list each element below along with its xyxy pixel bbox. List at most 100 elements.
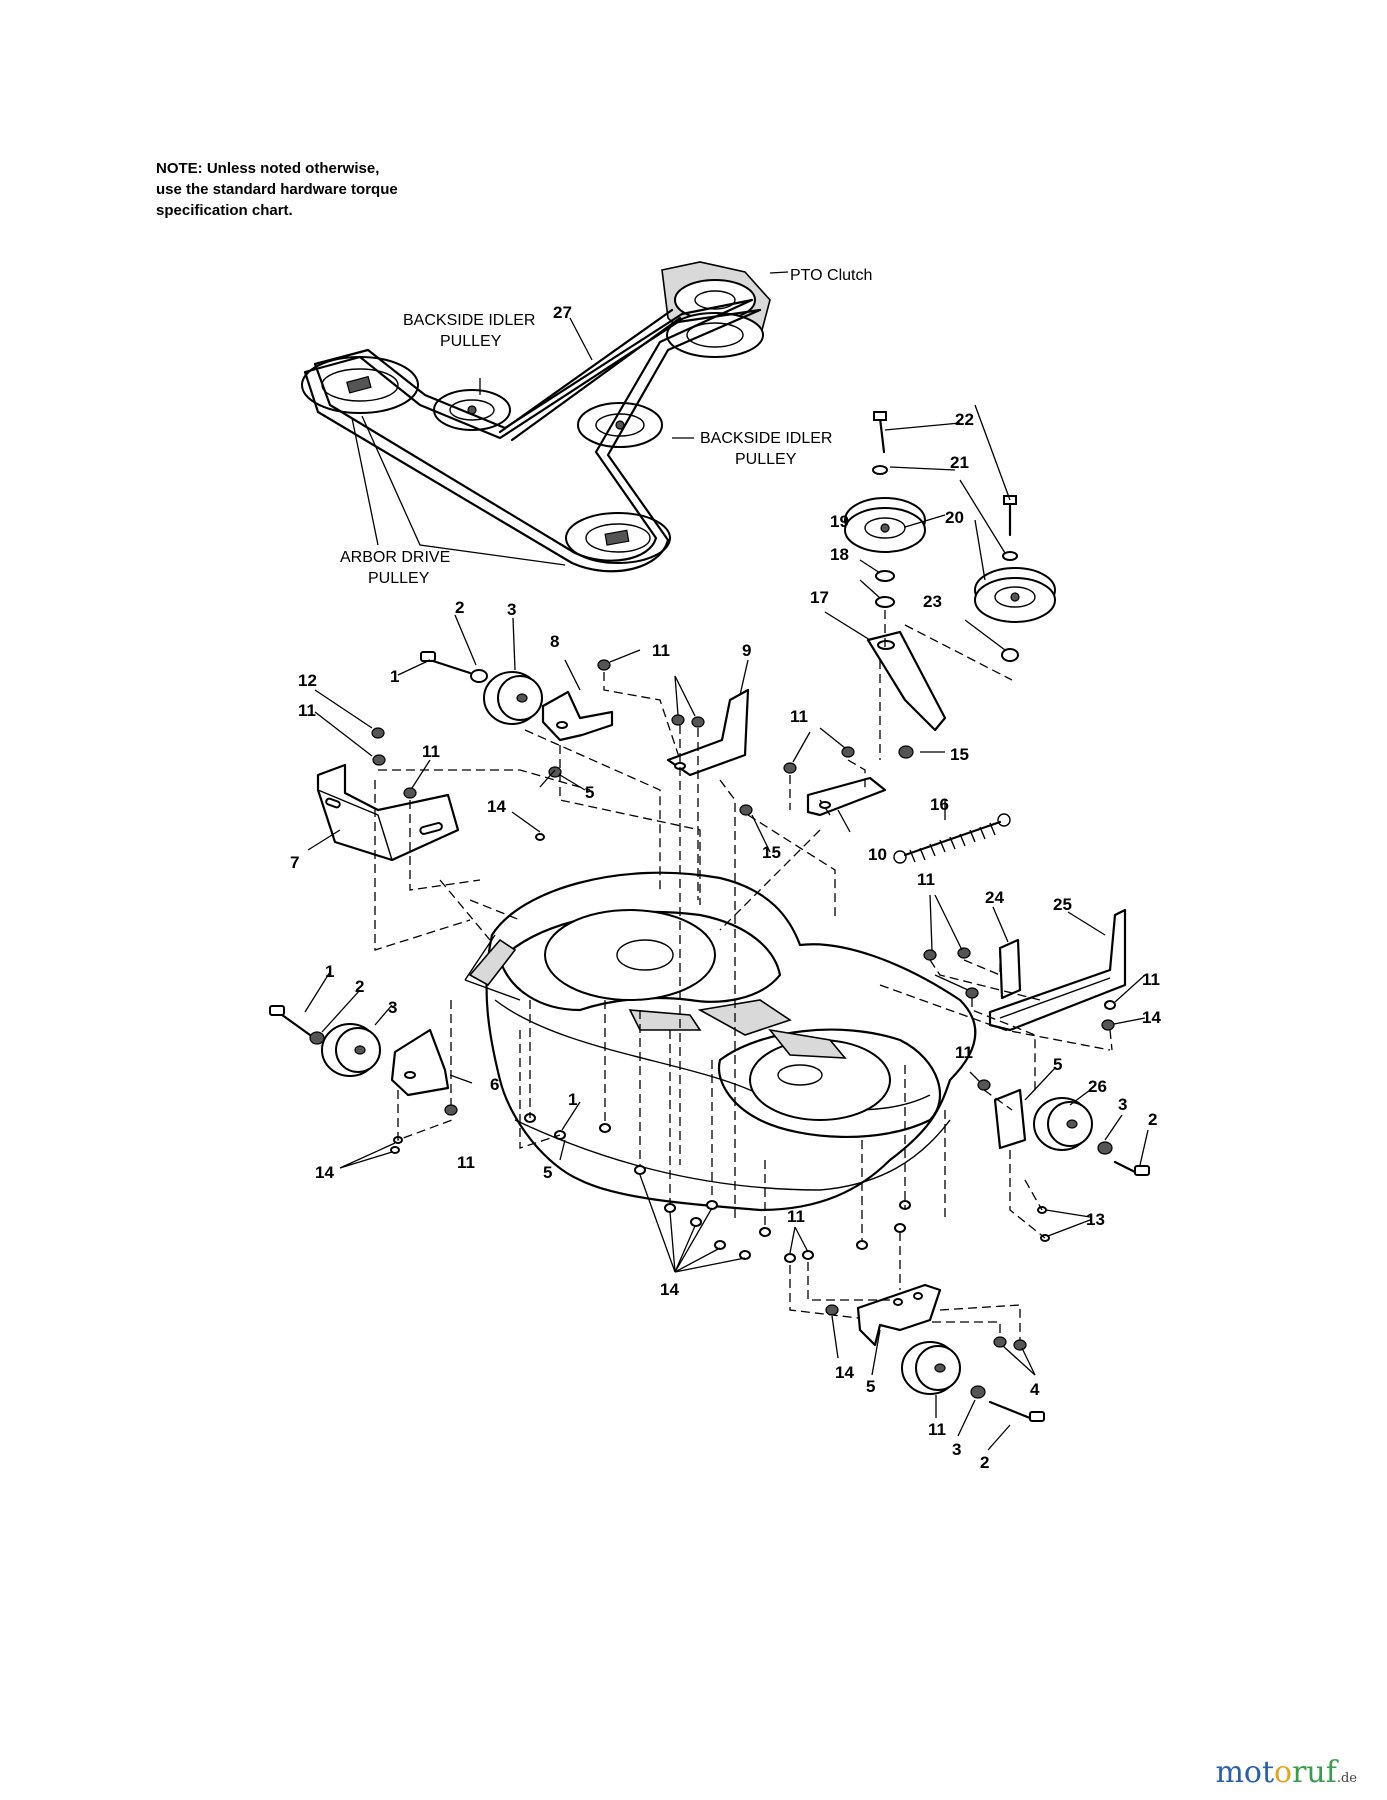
callout-numbers: 27 22 21 20 19 18 17 23 15 2 3 1 8 11 9 …	[290, 303, 1161, 1472]
callout-14-right: 11	[1142, 970, 1160, 989]
callout-14-bottom: 14	[660, 1280, 679, 1299]
callout-11-bracket25: 14	[1142, 1008, 1161, 1027]
callout-2-front-left: 2	[455, 598, 464, 617]
callout-4: 5	[866, 1377, 875, 1396]
callout-20: 20	[945, 508, 964, 527]
callout-5-top: 5	[585, 783, 594, 802]
callout-11-rear-left: 14	[315, 1163, 334, 1182]
note-line-3: specification chart.	[156, 202, 293, 219]
callout-27: 27	[553, 303, 572, 322]
caption-arbor-drive-a: ARBOR DRIVE	[340, 549, 450, 566]
idler-assembly	[824, 404, 1056, 760]
callout-2-rear-left: 2	[355, 977, 364, 996]
callout-12: 12	[298, 671, 317, 690]
callout-2-rear-right: 3	[1118, 1095, 1127, 1114]
mower-deck-shell	[464, 871, 977, 1212]
bracket-24	[992, 906, 1022, 1000]
note-line-1: NOTE: Unless noted otherwise,	[156, 160, 380, 177]
callout-3-rear-right: 26	[1088, 1077, 1107, 1096]
callout-8: 8	[550, 632, 559, 651]
callout-5-rear-left: 11	[457, 1153, 475, 1172]
watermark-part-1: mot	[1215, 1755, 1275, 1790]
torque-note: NOTE: Unless noted otherwise, use the st…	[156, 158, 516, 221]
callout-13: 5	[543, 1163, 552, 1182]
callout-24: 24	[985, 888, 1004, 907]
callout-15-upper: 15	[950, 745, 969, 764]
gauge-wheel-rear-right	[1033, 1089, 1150, 1176]
idler-arm	[866, 630, 947, 732]
bracket-10	[806, 776, 887, 833]
gauge-wheel-rear-left	[269, 971, 393, 1077]
caption-backside-idler-2a: BACKSIDE IDLER	[700, 430, 832, 447]
callout-3-front-right: 11	[928, 1420, 946, 1439]
callout-3-front-left: 3	[507, 600, 516, 619]
arbor-drive-pulley-left	[301, 356, 419, 414]
callout-19: 19	[830, 512, 849, 531]
idler-pulley-upper	[844, 497, 926, 553]
callout-26: 5	[1053, 1055, 1062, 1074]
watermark-part-2: o	[1274, 1755, 1293, 1790]
callout-15-lower: 15	[762, 843, 781, 862]
callout-14-front: 11	[787, 1207, 805, 1226]
gauge-wheel-front-left	[397, 614, 543, 725]
callout-6: 6	[490, 1075, 499, 1094]
callout-16: 16	[930, 795, 949, 814]
callout-23: 23	[923, 592, 942, 611]
backside-idler-pulley-right	[577, 402, 663, 448]
callout-25: 25	[1053, 895, 1072, 914]
callout-11-rear-right: 13	[1086, 1210, 1105, 1229]
idler-pulley-lower	[974, 567, 1056, 623]
callout-14-center: 1	[568, 1090, 577, 1109]
arbor-drive-pulley-center	[565, 512, 671, 564]
callout-11-bracket10: 11	[790, 707, 808, 726]
bracket-4	[856, 1283, 942, 1376]
callout-2-front-right: 3	[952, 1440, 961, 1459]
callout-3-rear-left: 3	[388, 998, 397, 1017]
callout-7: 7	[290, 853, 299, 872]
callout-9: 9	[742, 641, 751, 660]
callout-1-front-right: 2	[980, 1453, 989, 1472]
callout-18: 18	[830, 545, 849, 564]
callout-5-front: 14	[835, 1363, 854, 1382]
captions: PTO Clutch BACKSIDE IDLER PULLEY BACKSID…	[340, 267, 872, 587]
callout-22: 22	[955, 410, 974, 429]
tension-spring	[893, 800, 1011, 864]
note-line-2: use the standard hardware torque	[156, 181, 398, 198]
watermark-part-4: .de	[1336, 1771, 1357, 1786]
callout-5-right: 11	[955, 1043, 973, 1062]
bracket-6	[390, 1028, 473, 1097]
callout-11-right: 11	[917, 870, 935, 889]
caption-arbor-drive-b: PULLEY	[368, 570, 430, 587]
bracket-7	[307, 763, 460, 862]
callout-1-rear-right: 2	[1148, 1110, 1157, 1129]
bracket-9	[666, 659, 750, 777]
bracket-26	[993, 1067, 1056, 1150]
callout-11-bracket7: 11	[422, 742, 440, 761]
belt-drive-group	[301, 261, 789, 573]
bracket-8	[541, 659, 614, 742]
caption-backside-idler-1b: PULLEY	[440, 333, 502, 350]
alignment-lines	[374, 672, 1113, 1340]
pto-clutch	[661, 261, 771, 358]
watermark-part-3: ruf	[1292, 1755, 1337, 1790]
backside-idler-pulley-left	[433, 389, 511, 431]
callout-21: 21	[950, 453, 969, 472]
drive-belt	[303, 298, 762, 573]
caption-backside-idler-2b: PULLEY	[735, 451, 797, 468]
callout-1-rear-left: 1	[325, 962, 334, 981]
caption-pto-clutch: PTO Clutch	[790, 267, 872, 284]
callout-14-top: 14	[487, 797, 506, 816]
fasteners	[314, 649, 1146, 1376]
callout-10: 10	[868, 845, 887, 864]
callout-11-left: 11	[298, 701, 316, 720]
callout-1-front-left: 1	[390, 667, 399, 686]
bracket-25	[988, 908, 1127, 1032]
motoruf-watermark-logo: motoruf.de	[1215, 1755, 1357, 1790]
gauge-wheel-front-right	[901, 1341, 1045, 1451]
caption-backside-idler-1a: BACKSIDE IDLER	[403, 312, 535, 329]
callout-11-front: 4	[1030, 1380, 1040, 1399]
callout-11-top: 11	[652, 641, 670, 660]
callout-17: 17	[810, 588, 829, 607]
